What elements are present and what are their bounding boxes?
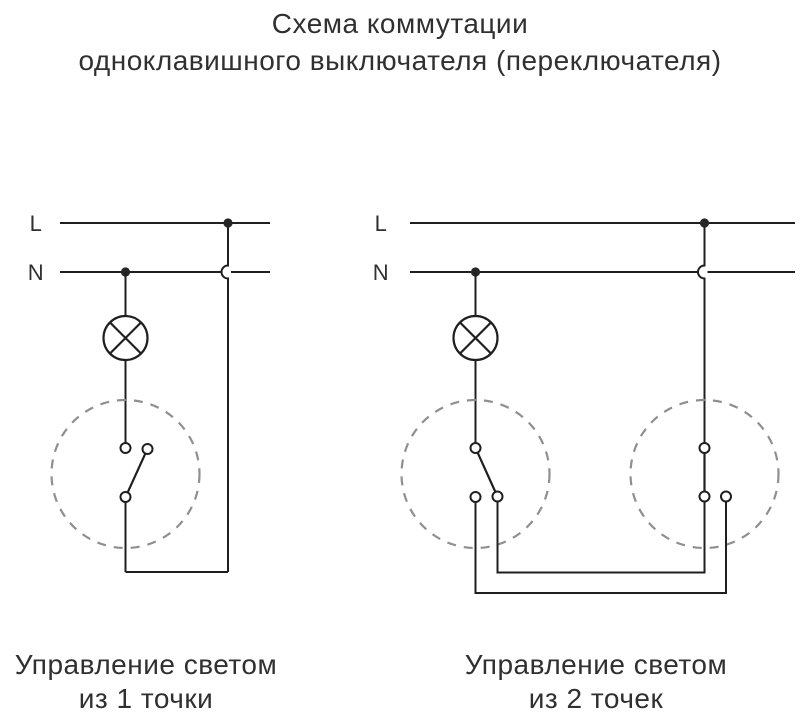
neutral-line-label: N bbox=[28, 260, 44, 285]
phase-drop-wire-with-crossover-hop bbox=[697, 223, 706, 443]
second-two-way-switch-symbol bbox=[698, 442, 732, 503]
first-switch-install-area-dashed-circle bbox=[400, 398, 551, 550]
phase-line-label: L bbox=[375, 211, 388, 236]
single-point-circuit: L N bbox=[15, 211, 277, 714]
switch-terminal-common bbox=[119, 491, 132, 503]
lamp-icon bbox=[102, 314, 149, 362]
phase-junction-dot bbox=[699, 218, 710, 228]
switch-terminal-top-left bbox=[119, 442, 132, 454]
switch-terminal-common bbox=[698, 442, 711, 454]
phase-junction-dot bbox=[223, 218, 233, 228]
page-title-line2: одноклавишного выключателя (переключател… bbox=[78, 45, 721, 76]
right-caption-line1: Управление светом bbox=[465, 649, 727, 680]
switch-terminal-bottom-left bbox=[469, 491, 482, 503]
phase-line-label: L bbox=[30, 211, 43, 236]
lamp-cross bbox=[109, 321, 142, 355]
neutral-line-label: N bbox=[373, 260, 389, 285]
phase-drop-wire-with-crossover-hop bbox=[220, 223, 229, 572]
switch-terminal-bottom-left bbox=[698, 490, 711, 503]
page-title-line1: Схема коммутации bbox=[272, 8, 528, 39]
outer-traveller-wire bbox=[474, 501, 727, 594]
first-two-way-switch-symbol bbox=[469, 442, 504, 503]
inner-traveller-wire bbox=[496, 501, 706, 574]
switch-install-area-dashed-circle bbox=[50, 398, 201, 550]
single-switch-symbol bbox=[119, 442, 154, 572]
switch-terminal-top-right bbox=[141, 443, 154, 455]
lamp-cross bbox=[459, 321, 492, 355]
switch-lever bbox=[126, 452, 147, 494]
switch-terminal-bottom-right bbox=[491, 490, 504, 503]
switch-lever bbox=[476, 452, 497, 493]
two-point-circuit: L N bbox=[373, 211, 795, 714]
lamp-icon bbox=[452, 314, 499, 362]
left-caption-line1: Управление светом bbox=[15, 649, 277, 680]
second-switch-install-area-dashed-circle bbox=[629, 398, 780, 550]
left-caption-line2: из 1 точки bbox=[79, 683, 214, 714]
switch-terminal-bottom-right bbox=[720, 490, 732, 503]
right-caption-line2: из 2 точек bbox=[529, 683, 664, 714]
switch-terminal-common bbox=[469, 442, 482, 454]
